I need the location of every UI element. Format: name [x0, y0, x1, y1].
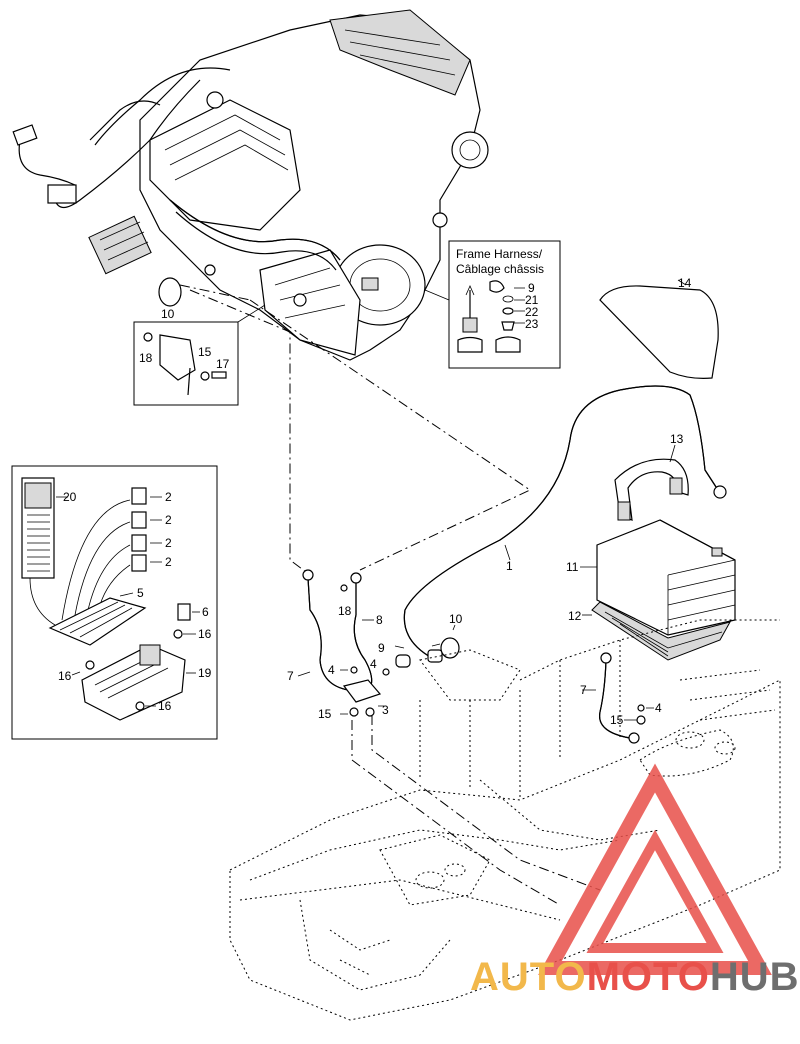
cable-8 — [340, 572, 374, 689]
engine-assembly — [12, 9, 489, 361]
callout-10-lower: 10 — [449, 612, 463, 626]
callout-16c: 16 — [158, 699, 172, 713]
callout-9: 9 — [378, 641, 385, 655]
part-10-cap-top — [158, 277, 251, 307]
callout-14: 14 — [678, 276, 692, 290]
part-11-battery — [580, 519, 736, 636]
fuse-box-assembly — [11, 465, 218, 740]
watermark-logo — [538, 763, 772, 975]
cable-1-positive — [403, 385, 727, 659]
callout-13: 13 — [670, 432, 684, 446]
watermark-text: AUTOMOTOHUB — [470, 955, 800, 999]
callout-4-left: 4 — [328, 663, 335, 677]
inset-frame-harness: Frame Harness/ Câblage châssis — [424, 240, 561, 369]
callout-15-right: 15 — [610, 713, 624, 727]
connection-lines — [189, 289, 601, 906]
callout-4-mid: 4 — [370, 657, 377, 671]
part-3-junction — [340, 666, 384, 717]
callout-18-inset: 18 — [139, 351, 153, 365]
callout-16a: 16 — [198, 627, 212, 641]
callout-2a: 2 — [165, 490, 172, 504]
watermark-auto: AUTO — [470, 955, 587, 999]
callout-7-left: 7 — [287, 669, 294, 683]
callout-2b: 2 — [165, 513, 172, 527]
callout-7-right: 7 — [580, 683, 587, 697]
inset-callout-22: 22 — [525, 305, 539, 319]
callout-16b: 16 — [58, 669, 72, 683]
callout-1: 1 — [506, 559, 513, 573]
callout-17: 17 — [216, 357, 230, 371]
callout-12: 12 — [568, 609, 582, 623]
part-13-strap — [614, 444, 689, 521]
watermark-moto: MOTO — [587, 955, 710, 999]
inset-callout-9: 9 — [528, 281, 535, 295]
callout-20: 20 — [63, 490, 77, 504]
inset-callout-23: 23 — [525, 317, 539, 331]
callout-8: 8 — [376, 613, 383, 627]
chassis-frame — [229, 619, 781, 1021]
callout-15-inset: 15 — [198, 345, 212, 359]
svg-text:AUTOMOTOHUB: AUTOMOTOHUB — [470, 955, 800, 999]
callout-4-right: 4 — [655, 701, 662, 715]
inset-title-line2: Câblage châssis — [456, 262, 544, 276]
callout-6: 6 — [202, 605, 209, 619]
part-12-battery-pad — [582, 601, 732, 661]
callout-18-lower: 18 — [338, 604, 352, 618]
callout-10-top: 10 — [161, 307, 175, 321]
cable-7-left — [297, 569, 349, 691]
watermark-hub: HUB — [710, 955, 800, 999]
cable-7-battery — [582, 652, 654, 744]
part-14-pad — [599, 279, 719, 379]
callout-11: 11 — [566, 560, 579, 574]
callout-15-left: 15 — [318, 707, 332, 721]
inset-ground-stud — [133, 304, 266, 406]
callout-2d: 2 — [165, 555, 172, 569]
callout-3: 3 — [382, 703, 389, 717]
callout-2c: 2 — [165, 536, 172, 550]
inset-callout-21: 21 — [525, 293, 539, 307]
callout-5: 5 — [137, 586, 144, 600]
callout-19: 19 — [198, 666, 212, 680]
inset-title-line1: Frame Harness/ — [456, 247, 543, 261]
